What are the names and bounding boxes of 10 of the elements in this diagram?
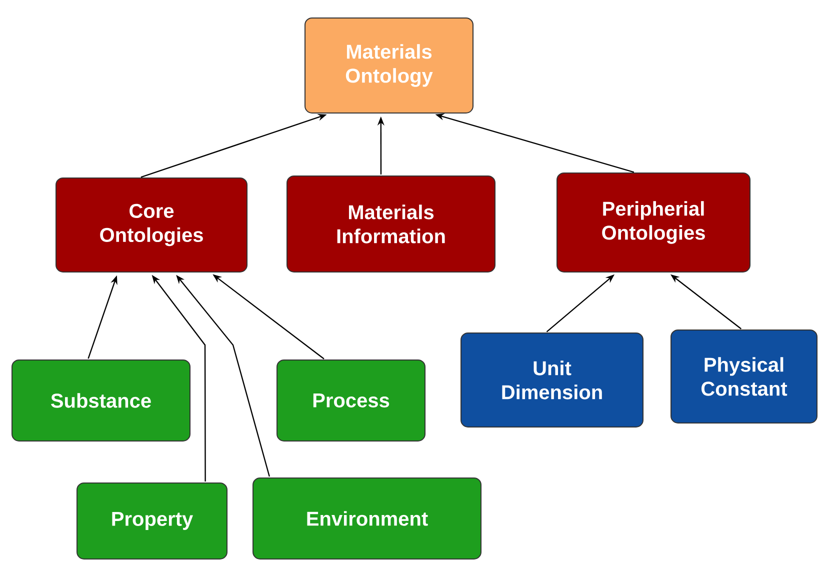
leaf-box: Physical Constant xyxy=(670,330,818,424)
leaf-box: Substance xyxy=(12,359,190,442)
category-box: Core Ontologies xyxy=(56,177,248,272)
leaf-box: Process xyxy=(276,359,426,442)
root-box: Materials Ontology xyxy=(304,18,474,114)
category-box: Materials Information xyxy=(286,175,496,272)
leaf-box: Property xyxy=(76,482,228,560)
leaf-box: Environment xyxy=(252,477,482,560)
category-box: Peripherial Ontologies xyxy=(556,172,750,272)
leaf-box: Unit Dimension xyxy=(460,332,644,428)
